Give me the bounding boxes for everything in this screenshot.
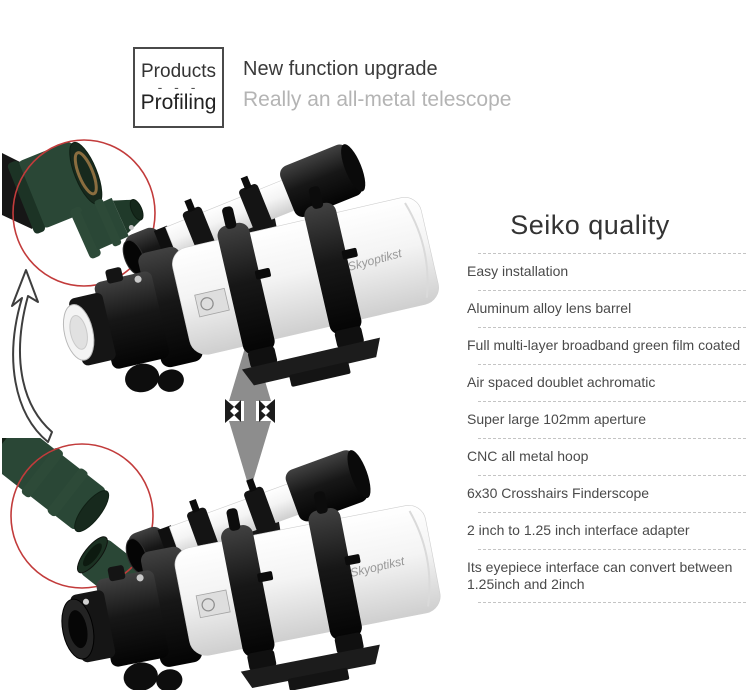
feature-item: Its eyepiece interface can convert betwe… [462, 549, 748, 603]
telescope-photo-bottom: Skyoptikst [32, 417, 497, 690]
features-list: Easy installation Aluminum alloy lens ba… [462, 253, 748, 603]
profiling-label: Profiling [140, 90, 217, 114]
adapter-nosepiece [70, 197, 144, 259]
tube-rings [217, 186, 364, 369]
feature-item: CNC all metal hoop [462, 438, 748, 475]
headline: New function upgrade Really an all-metal… [243, 58, 511, 112]
features-panel: Seiko quality Easy installation Aluminum… [462, 210, 748, 603]
feature-item: Air spaced doublet achromatic [462, 364, 748, 401]
feature-item: Easy installation [462, 253, 748, 290]
headline-title: New function upgrade [243, 58, 438, 80]
label-plate [195, 589, 231, 619]
focuser [61, 565, 183, 690]
feature-item: Super large 102mm aperture [462, 401, 748, 438]
feature-item: Aluminum alloy lens barrel [462, 290, 748, 327]
feature-item: 2 inch to 1.25 inch interface adapter [462, 512, 748, 549]
red-circle-icon [10, 443, 154, 589]
focus-knobs [123, 662, 183, 690]
products-profiling-box: Products - - - Profiling [133, 47, 224, 128]
feature-item: Full multi-layer broadband green film co… [462, 327, 748, 364]
curved-arrow-icon [11, 269, 53, 443]
focus-knobs [125, 363, 184, 393]
dovetail-bar [241, 337, 380, 387]
features-title: Seiko quality [510, 210, 670, 240]
adapter-barrel [7, 141, 103, 234]
label-plate [194, 287, 230, 318]
products-label: Products [141, 60, 216, 82]
box-divider: - - - [157, 78, 200, 95]
dovetail-bar [240, 644, 380, 690]
focuser [62, 267, 184, 393]
telescope-photo-top: Skyoptikst [27, 107, 498, 449]
red-circle-icon [12, 139, 156, 287]
eyepiece-opening [61, 598, 95, 660]
adapter-callout-top [2, 139, 156, 287]
main-tube: Skyoptikst [138, 197, 439, 368]
headline-subtitle: Really an all-metal telescope [243, 88, 512, 111]
tube-rings [221, 491, 364, 672]
eyepiece-cap [62, 304, 95, 361]
adapter-drawtube [2, 438, 110, 533]
feature-item: 6x30 Crosshairs Finderscope [462, 475, 748, 512]
